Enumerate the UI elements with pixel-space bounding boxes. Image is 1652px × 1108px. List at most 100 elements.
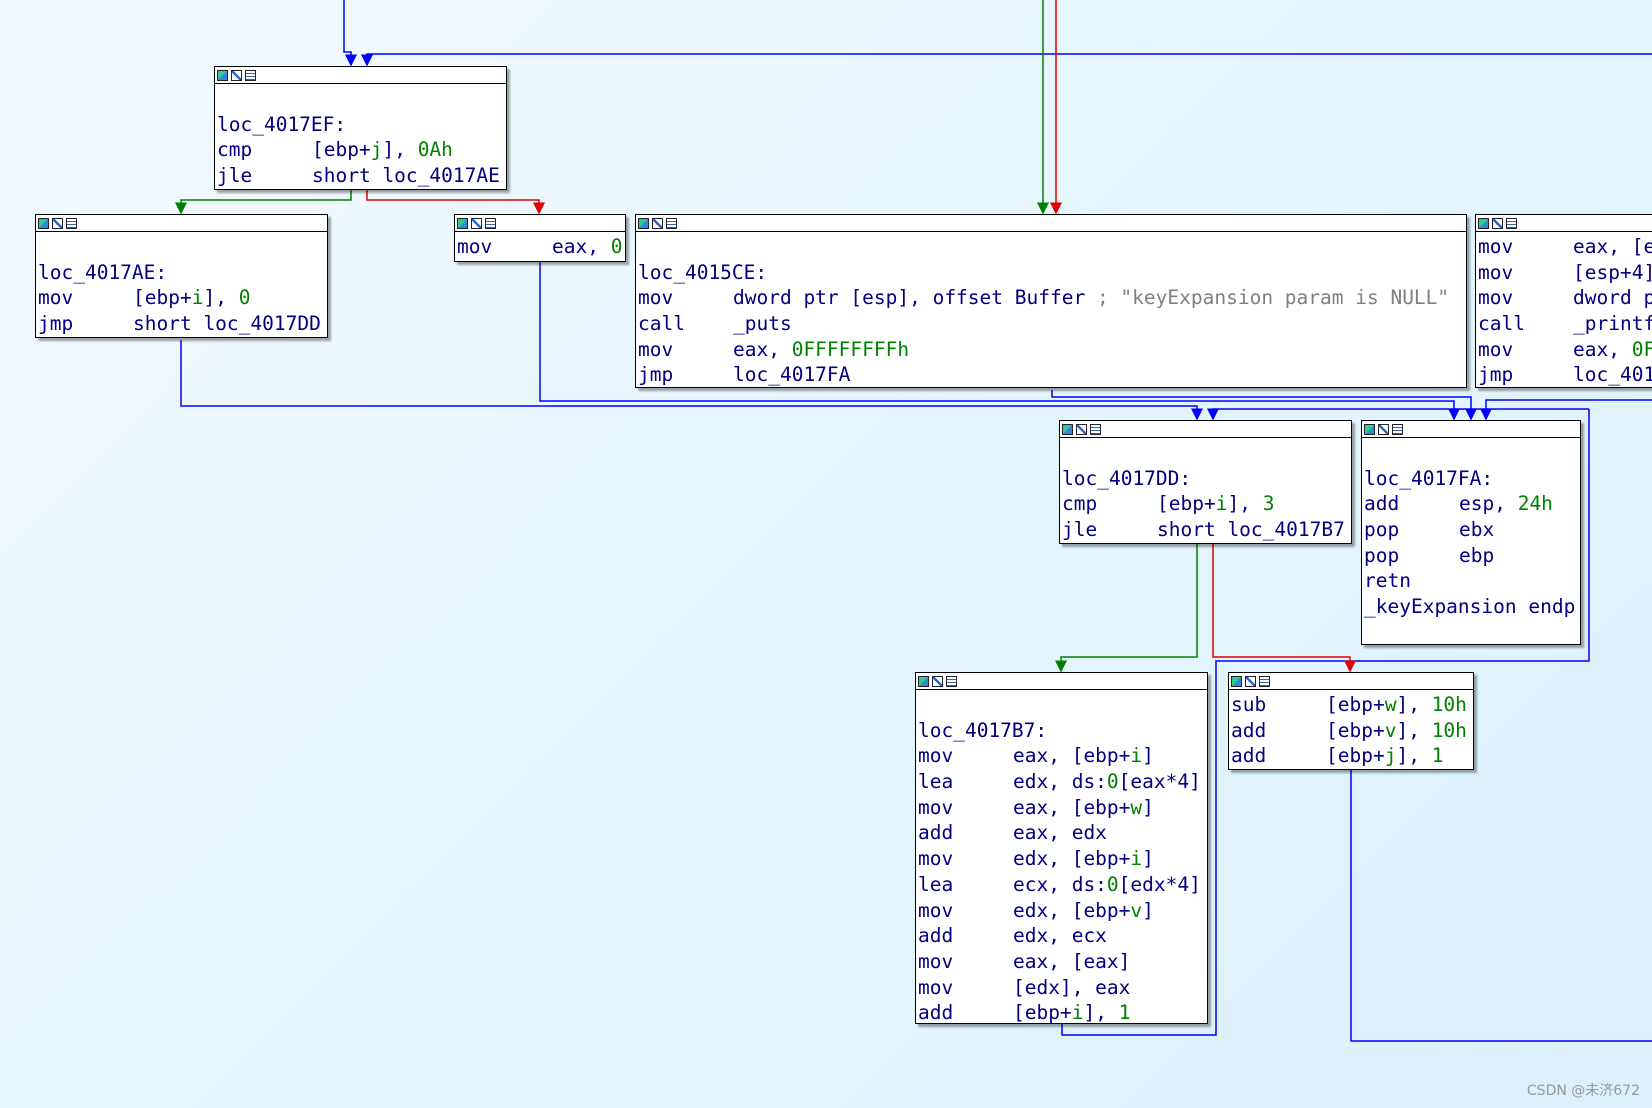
instruction-line[interactable]: mov[edx], eax: [918, 975, 1205, 1001]
edit-icon[interactable]: [932, 675, 943, 687]
edit-icon[interactable]: [1492, 217, 1503, 229]
operand: _printf: [1573, 312, 1652, 336]
graph-icon[interactable]: [638, 217, 649, 229]
edit-icon[interactable]: [652, 217, 663, 229]
xref-icon[interactable]: [1392, 423, 1403, 435]
instruction-line[interactable]: cmp[ebp+i], 3: [1062, 491, 1349, 517]
graph-icon[interactable]: [1478, 217, 1489, 229]
mnemonic: add: [918, 924, 954, 948]
edit-icon[interactable]: [231, 69, 242, 81]
instruction-line[interactable]: add[ebp+v], 10h: [1231, 718, 1471, 744]
instruction-line[interactable]: add[ebp+j], 1: [1231, 743, 1471, 769]
instruction-line[interactable]: mov[esp+4]: [1478, 260, 1652, 286]
operand: ],: [1083, 1001, 1119, 1024]
edit-icon[interactable]: [52, 217, 63, 229]
graph-icon[interactable]: [457, 217, 468, 229]
graph-icon[interactable]: [918, 675, 929, 687]
block-label[interactable]: loc_4017EF:: [217, 112, 347, 136]
mnemonic: add: [1364, 492, 1400, 516]
operand: j: [1384, 744, 1397, 768]
mnemonic: mov: [918, 949, 954, 973]
mnemonic: mov: [918, 898, 954, 922]
xref-icon[interactable]: [1090, 423, 1101, 435]
xref-icon[interactable]: [1506, 217, 1517, 229]
block-label[interactable]: loc_4017AE:: [38, 260, 168, 284]
graph-icon[interactable]: [1062, 423, 1073, 435]
instruction-line[interactable]: jle short loc_4017AE: [217, 163, 504, 189]
edit-icon[interactable]: [471, 217, 482, 229]
operand: [ebp+: [133, 286, 192, 310]
mnemonic: jmp: [1478, 363, 1514, 387]
operand: ],: [1396, 718, 1432, 742]
block-label[interactable]: loc_4017B7:: [918, 718, 1048, 742]
operand: v: [1130, 898, 1143, 922]
xref-icon[interactable]: [1259, 675, 1270, 687]
mnemonic: call: [1478, 312, 1525, 336]
edit-icon[interactable]: [1076, 423, 1087, 435]
blank-line: [918, 692, 1205, 718]
block-label[interactable]: loc_4015CE:: [638, 260, 768, 284]
xref-icon[interactable]: [666, 217, 677, 229]
operand: short loc_4017AE: [312, 164, 500, 188]
graph-icon[interactable]: [1364, 423, 1375, 435]
instruction-line[interactable]: call_puts: [638, 311, 1464, 337]
mnemonic: sub: [1231, 693, 1267, 716]
graph-icon[interactable]: [1231, 675, 1242, 687]
instruction-line[interactable]: call _printf: [1478, 311, 1652, 337]
mnemonic: jle: [217, 164, 253, 188]
instruction-line[interactable]: _keyExpansion endp: [1364, 594, 1578, 620]
instruction-line[interactable]: add[ebp+i], 1: [918, 1000, 1205, 1024]
xref-icon[interactable]: [66, 217, 77, 229]
xref-icon[interactable]: [946, 675, 957, 687]
operand: ]: [1142, 795, 1154, 819]
block-label[interactable]: loc_4017FA:: [1364, 466, 1494, 490]
instruction-line[interactable]: mov[ebp+i], 0: [38, 285, 325, 311]
xref-icon[interactable]: [485, 217, 496, 229]
graph-icon[interactable]: [38, 217, 49, 229]
instruction-line[interactable]: sub[ebp+w], 10h: [1231, 692, 1471, 718]
instruction-line[interactable]: cmp[ebp+j], 0Ah: [217, 137, 504, 163]
graph-icon[interactable]: [217, 69, 228, 81]
edit-icon[interactable]: [1245, 675, 1256, 687]
edge-true: [1055, 543, 1198, 673]
xref-icon[interactable]: [245, 69, 256, 81]
block-label[interactable]: loc_4017DD:: [1062, 466, 1192, 490]
operand: [ebp+: [1326, 718, 1385, 742]
edit-icon[interactable]: [1378, 423, 1389, 435]
instruction-line[interactable]: retn: [1364, 568, 1578, 594]
